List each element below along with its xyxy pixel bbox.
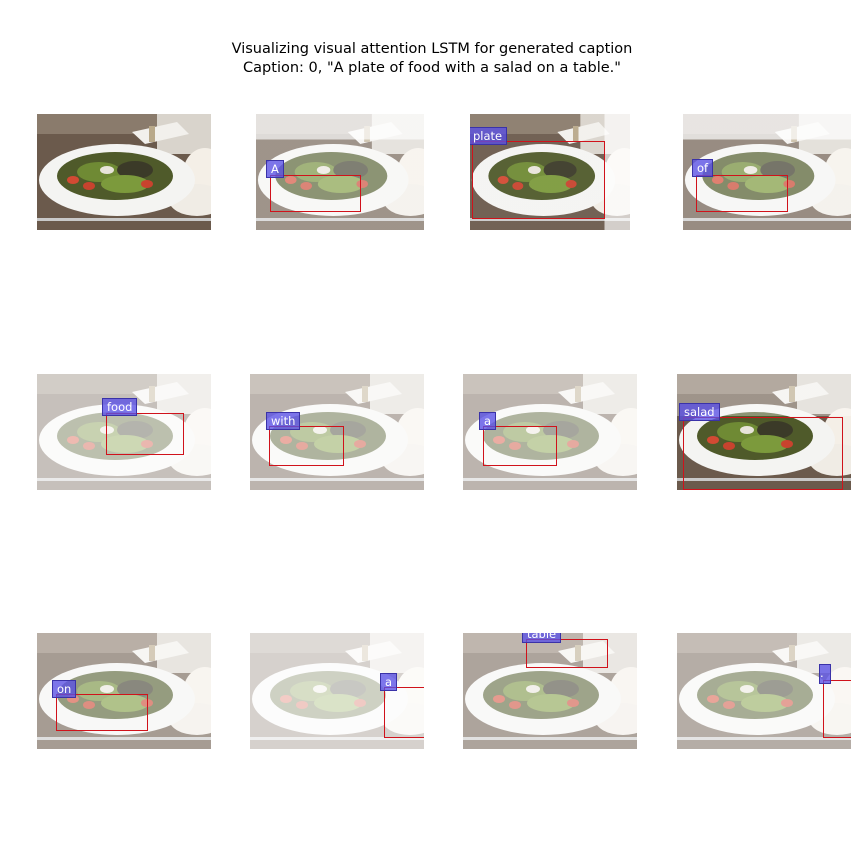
word-label: on: [52, 680, 77, 698]
attention-box: [683, 417, 843, 490]
word-label: with: [266, 412, 301, 430]
attention-mask: [256, 114, 424, 230]
attention-box: [823, 680, 851, 738]
attention-box: [106, 413, 184, 455]
word-label: salad: [679, 403, 720, 421]
attention-panel-word-8: on: [37, 633, 211, 749]
attention-panel-word-7: salad: [677, 374, 851, 490]
food-photo: [463, 633, 637, 749]
attention-panel-word-3: of: [683, 114, 851, 230]
caption-line: Caption: 0, "A plate of food with a sala…: [243, 60, 621, 76]
word-label: of: [692, 159, 714, 177]
attention-box: [696, 175, 788, 212]
attention-mask: [677, 633, 851, 749]
word-label: a: [380, 673, 398, 691]
attention-mask: [250, 633, 424, 749]
attention-mask: [250, 374, 424, 490]
attention-panel-word-1: A: [256, 114, 424, 230]
attention-panel-word-2: plate: [470, 114, 630, 230]
original-image-panel: [37, 114, 211, 230]
attention-mask: [677, 374, 851, 490]
attention-panel-word-6: a: [463, 374, 637, 490]
word-label: table: [522, 633, 562, 643]
word-label: a: [479, 412, 497, 430]
attention-box: [526, 639, 608, 668]
attention-panel-word-11: .: [677, 633, 851, 749]
attention-box: [269, 426, 344, 466]
attention-box: [483, 426, 557, 466]
word-label: food: [102, 398, 138, 416]
attention-mask: [37, 374, 211, 490]
attention-box: [56, 694, 148, 731]
food-photo: [677, 374, 851, 490]
figure-title: Visualizing visual attention LSTM for ge…: [231, 41, 633, 57]
word-label: .: [819, 664, 831, 684]
attention-mask: [463, 374, 637, 490]
attention-mask: [463, 633, 637, 749]
word-label: A: [266, 160, 284, 178]
word-label: plate: [470, 127, 508, 145]
attention-box: [384, 687, 424, 738]
attention-panel-word-4: food: [37, 374, 211, 490]
attention-panel-word-5: with: [250, 374, 424, 490]
attention-panel-word-10: table: [463, 633, 637, 749]
attention-box: [270, 175, 361, 212]
food-photo: [37, 114, 211, 230]
attention-box: [472, 141, 605, 219]
attention-panel-word-9: a: [250, 633, 424, 749]
